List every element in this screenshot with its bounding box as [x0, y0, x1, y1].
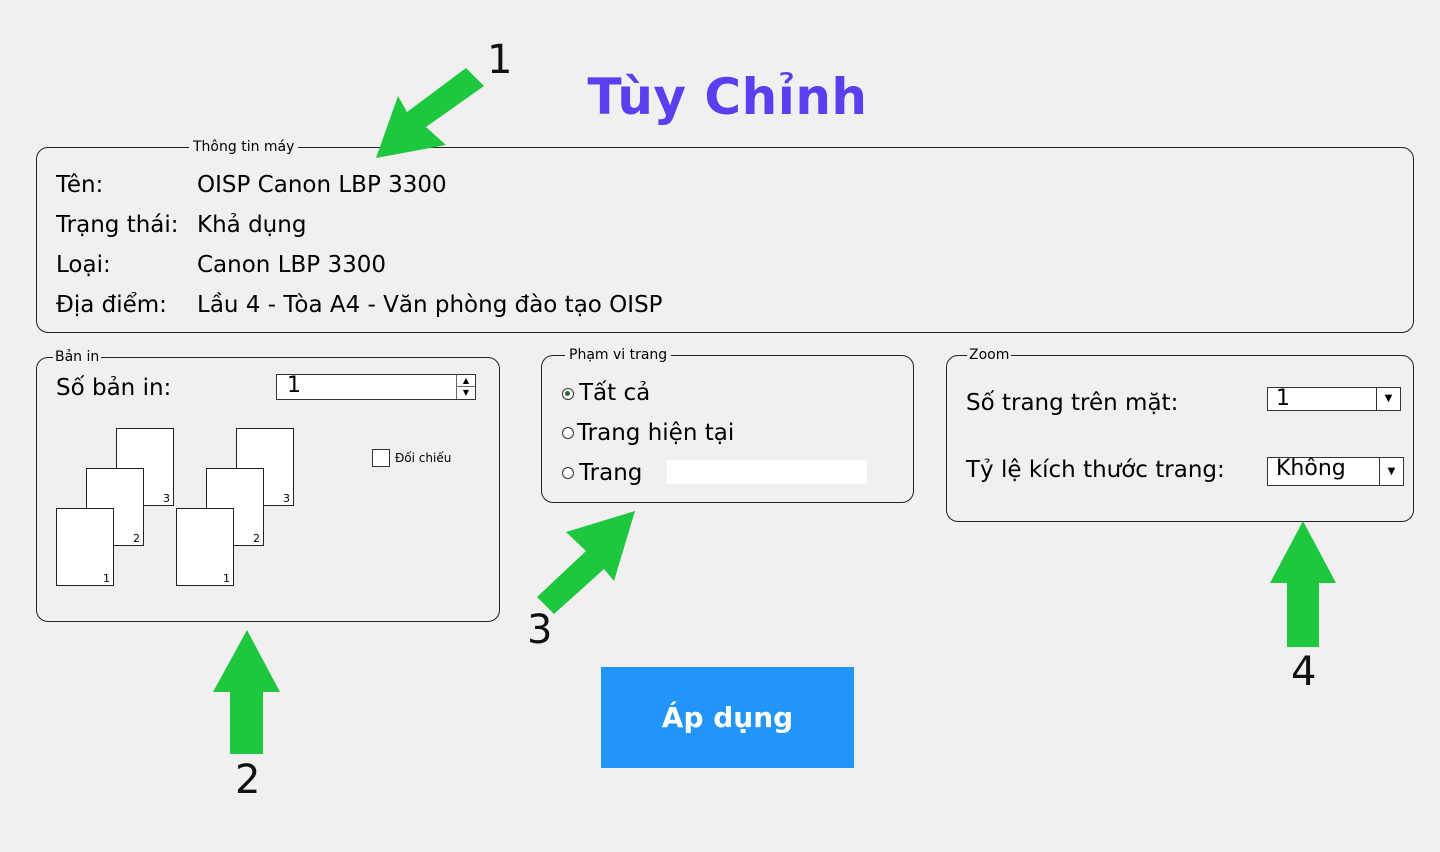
radio-pages-label[interactable]: Trang	[579, 460, 643, 486]
radio-current-page-label[interactable]: Trang hiện tại	[577, 420, 735, 446]
pages-per-sheet-label: Số trang trên mặt:	[966, 390, 1179, 416]
collate-checkbox[interactable]	[372, 449, 390, 467]
scale-select[interactable]: Không ▼	[1267, 456, 1404, 486]
annotation-number-2: 2	[235, 757, 261, 803]
pages-per-sheet-value: 1	[1276, 386, 1290, 411]
arrow-3-icon	[537, 511, 635, 614]
chevron-down-icon[interactable]: ▼	[1376, 388, 1400, 410]
page-range-legend: Phạm vi trang	[565, 346, 672, 364]
name-value: OISP Canon LBP 3300	[197, 172, 447, 198]
apply-button[interactable]: Áp dụng	[601, 667, 854, 768]
printer-info-legend: Thông tin máy	[189, 138, 299, 156]
copies-value: 1	[287, 373, 301, 398]
copies-label: Số bản in:	[56, 375, 172, 401]
scale-value: Không	[1276, 456, 1346, 481]
copies-spinbox[interactable]: 1 ▲ ▼	[276, 373, 476, 400]
copy-sheet: 1	[176, 508, 234, 586]
arrow-4-icon	[1270, 521, 1336, 647]
pages-input[interactable]	[667, 460, 867, 484]
arrow-2-icon	[213, 630, 280, 754]
radio-current-page[interactable]	[562, 427, 574, 439]
zoom-legend: Zoom	[967, 346, 1012, 364]
pages-per-sheet-select[interactable]: 1 ▼	[1267, 386, 1401, 411]
page-title: Tùy Chỉnh	[587, 68, 868, 126]
location-value: Lầu 4 - Tòa A4 - Văn phòng đào tạo OISP	[197, 292, 663, 318]
radio-all-label[interactable]: Tất cả	[579, 380, 651, 406]
copies-legend: Bản in	[53, 348, 102, 366]
annotation-number-3: 3	[527, 607, 553, 653]
printer-info-group: Thông tin máy Tên: OISP Canon LBP 3300 T…	[36, 138, 1414, 333]
copy-sheet: 1	[56, 508, 114, 586]
status-value: Khả dụng	[197, 212, 307, 238]
type-value: Canon LBP 3300	[197, 252, 386, 278]
spin-up-icon[interactable]: ▲	[457, 375, 475, 387]
arrow-1-icon	[376, 68, 484, 158]
page-range-group: Phạm vi trang Tất cả Trang hiện tại Tran…	[541, 346, 914, 503]
chevron-down-icon[interactable]: ▼	[1379, 458, 1403, 485]
collate-label: Đối chiếu	[395, 451, 452, 465]
copies-group: Bản in Số bản in: 1 ▲ ▼ 3 2 1 3 2 1 Đối …	[36, 348, 500, 622]
status-label: Trạng thái:	[56, 212, 179, 238]
zoom-group: Zoom Số trang trên mặt: 1 ▼ Tỷ lệ kích t…	[946, 346, 1414, 522]
radio-all[interactable]	[562, 388, 574, 400]
annotation-number-1: 1	[487, 37, 513, 83]
location-label: Địa điểm:	[56, 292, 167, 318]
radio-pages[interactable]	[562, 467, 574, 479]
type-label: Loại:	[56, 252, 111, 278]
name-label: Tên:	[56, 172, 104, 198]
annotation-number-4: 4	[1291, 649, 1317, 695]
scale-label: Tỷ lệ kích thước trang:	[966, 457, 1225, 483]
spin-down-icon[interactable]: ▼	[462, 388, 470, 397]
